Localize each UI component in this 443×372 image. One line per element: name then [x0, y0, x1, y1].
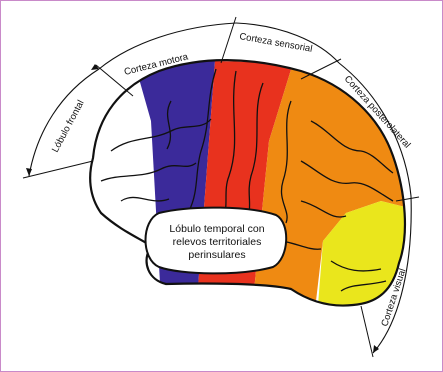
frontal-lobe-label: Lóbulo frontal: [50, 98, 87, 154]
sensory-cortex-label: Corteza sensorial: [238, 31, 313, 55]
annotation-arrowheads: [26, 64, 379, 353]
frontal-arc: [28, 68, 100, 177]
temporal-label-line2: relevos territoriales: [173, 236, 262, 248]
visual-arc: [372, 195, 412, 354]
posterolateral-arc: [338, 62, 412, 197]
temporal-label-line3: perinsulares: [188, 249, 245, 261]
annotation-arcs: [28, 22, 412, 354]
annotation-ticks: [22, 16, 420, 358]
temporal-lobe-callout: [144, 206, 288, 275]
motor-arc: [98, 22, 237, 70]
sulci-lines: [100, 68, 394, 292]
sensory-arc: [235, 22, 340, 64]
temporal-label-line1: Lóbulo temporal con: [169, 223, 264, 235]
